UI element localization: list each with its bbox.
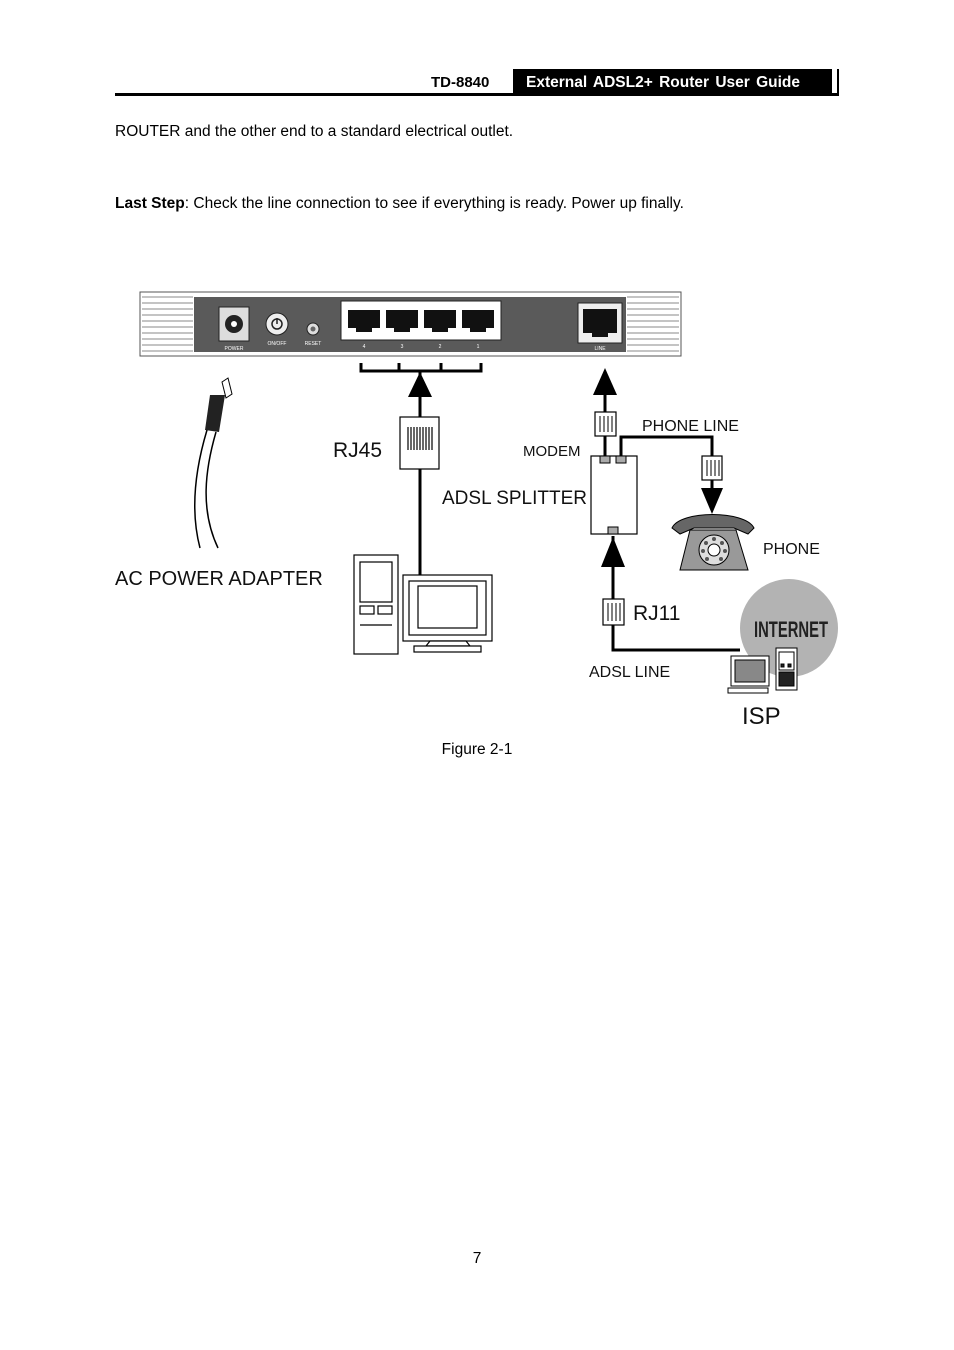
lan-ports-icon (348, 310, 494, 332)
page-number: 7 (472, 1250, 482, 1267)
rj11-label: RJ11 (633, 602, 680, 625)
body-paragraph: ROUTER and the other end to a standard e… (115, 123, 514, 140)
line-arrow-icon (593, 368, 617, 395)
phone-label: PHONE (763, 541, 820, 558)
adsl-splitter-label: ADSL SPLITTER (442, 488, 587, 509)
rj11-plug-adsl-icon (602, 598, 625, 626)
rj11-plug-phone-icon (701, 455, 723, 481)
port-label-2: 2 (439, 344, 442, 350)
header-rule (115, 93, 839, 96)
last-step-paragraph: Last Step: Check the line connection to … (115, 195, 684, 213)
port-label-reset: RESET (305, 341, 322, 347)
isp-computer-icon (727, 647, 798, 694)
adsl-line-arrow-icon (601, 537, 625, 567)
last-step-label: Last Step (115, 195, 185, 212)
ac-power-adapter-icon (193, 377, 233, 549)
header-title: External ADSL2+ Router User Guide (513, 69, 839, 95)
lan-arrow-icon (408, 372, 432, 397)
isp-label: ISP (742, 703, 781, 730)
phone-icon (671, 514, 755, 571)
port-label-3: 3 (401, 344, 404, 350)
internet-globe-icon (740, 579, 838, 677)
adsl-splitter-icon (590, 455, 638, 535)
line-port-icon (583, 309, 617, 337)
computer-icon (353, 554, 493, 655)
ac-power-adapter-label: AC POWER ADAPTER (115, 568, 323, 590)
port-label-4: 4 (363, 344, 366, 350)
modem-label: MODEM (523, 443, 581, 460)
header-model: TD-8840 (431, 74, 490, 91)
last-step-text: : Check the line connection to see if ev… (184, 195, 684, 212)
adsl-line-label: ADSL LINE (589, 664, 670, 681)
lan-connection (359, 363, 483, 575)
rj45-plug-icon (399, 416, 440, 470)
port-label-onoff: ON/OFF (268, 341, 287, 347)
port-label-power: POWER (225, 346, 244, 352)
rj11-plug-modem-icon (594, 411, 617, 437)
phone-line-label: PHONE LINE (642, 418, 739, 435)
port-label-line: LINE (594, 346, 606, 352)
figure-caption: Figure 2-1 (441, 741, 513, 758)
phone-line-arrow-icon (701, 488, 723, 514)
connection-diagram: POWER ON/OFF RESET 4 3 2 1 LINE (115, 291, 838, 730)
rj45-label: RJ45 (333, 439, 382, 462)
internet-label: INTERNET (754, 617, 828, 642)
port-label-1: 1 (477, 344, 480, 350)
router-back-panel: POWER ON/OFF RESET 4 3 2 1 LINE (139, 291, 682, 357)
